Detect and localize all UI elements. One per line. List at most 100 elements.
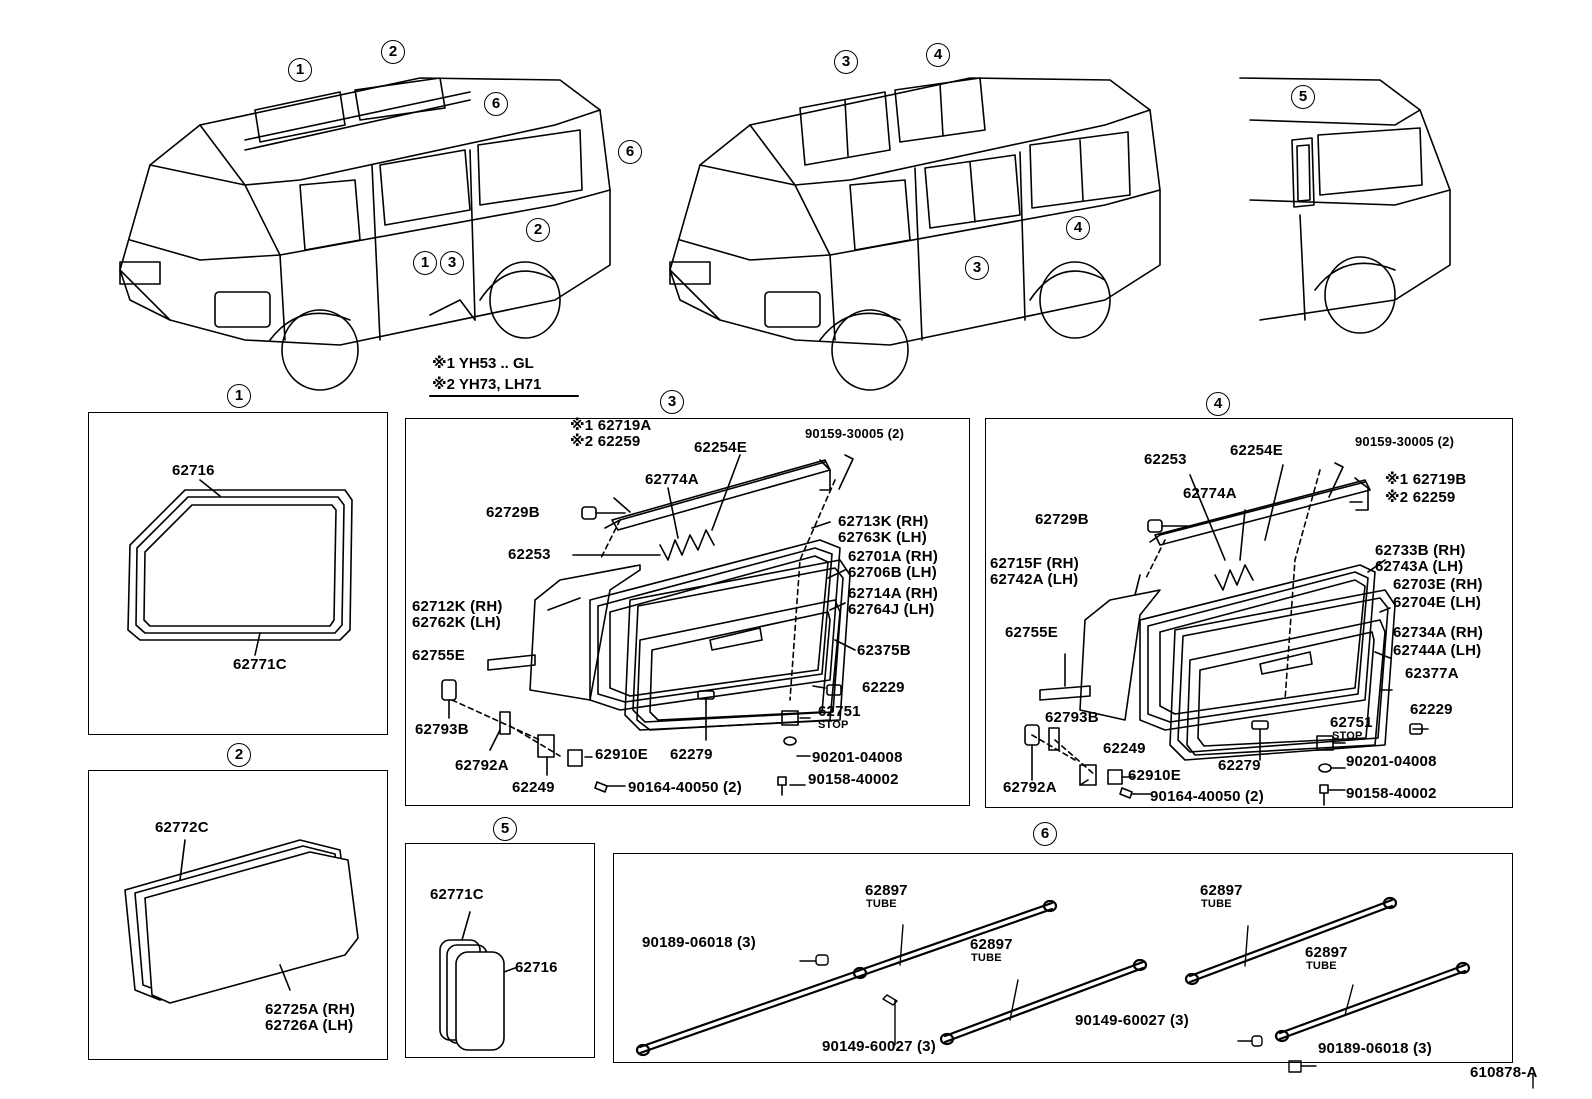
part-label: 62725A (RH) — [265, 1001, 356, 1018]
part-label: 62229 — [862, 679, 905, 696]
panel-3 — [405, 418, 970, 806]
part-label: 62763K (LH) — [838, 529, 927, 546]
part-label: 90158-40002 — [1346, 785, 1437, 802]
part-label: 62897 — [1200, 882, 1243, 899]
callout-3-side: 3 — [440, 251, 464, 275]
panel-5-callout: 5 — [493, 817, 517, 841]
part-label: 62771C — [430, 886, 484, 903]
part-label: 90158-40002 — [808, 771, 899, 788]
panel-3-window-assembly — [441, 454, 856, 796]
part-label: 62792A — [455, 757, 509, 774]
panel-6-callout: 6 — [1033, 822, 1057, 846]
panel-2-glass — [124, 839, 359, 1004]
panel-4-callout: 4 — [1206, 392, 1230, 416]
callout-4-side: 4 — [1066, 216, 1090, 240]
part-label: 62897 — [1305, 944, 1348, 961]
part-label: 62910E — [595, 746, 648, 763]
part-label: 62774A — [1183, 485, 1237, 502]
panel-5 — [405, 843, 595, 1058]
panel-2 — [88, 770, 388, 1060]
part-label: 62734A (RH) — [1393, 624, 1484, 641]
part-label: 62703E (RH) — [1393, 576, 1483, 593]
part-label: 62792A — [1003, 779, 1057, 796]
part-label: 90201-04008 — [1346, 753, 1437, 770]
van-2-illustration — [669, 77, 1161, 391]
part-label: 62715F (RH) — [990, 555, 1079, 572]
part-label: 62375B — [857, 642, 911, 659]
callout-2-top: 2 — [381, 40, 405, 64]
part-label: TUBE — [1306, 960, 1337, 972]
part-label: 62751 — [1330, 714, 1373, 731]
part-label: 62771C — [233, 656, 287, 673]
part-label: TUBE — [971, 952, 1002, 964]
panel-1-callout: 1 — [227, 384, 251, 408]
part-label: ※2 62259 — [570, 433, 641, 450]
part-label: 62714A (RH) — [848, 585, 939, 602]
part-label: 62706B (LH) — [848, 564, 937, 581]
part-label: 62729B — [486, 504, 540, 521]
part-label: STOP — [1332, 730, 1363, 742]
part-label: 62729B — [1035, 511, 1089, 528]
part-label: 62910E — [1128, 767, 1181, 784]
part-label: 90189-06018 (3) — [642, 934, 756, 951]
part-label: 62229 — [1410, 701, 1453, 718]
part-label: 62716 — [515, 959, 558, 976]
part-label: 90189-06018 (3) — [1318, 1040, 1432, 1057]
figure-id: 610878-A — [1470, 1064, 1538, 1081]
part-label: 62704E (LH) — [1393, 594, 1482, 611]
part-label: 62793B — [415, 721, 469, 738]
part-label: 62254E — [1230, 442, 1283, 459]
callout-1-top: 1 — [288, 58, 312, 82]
model-note-2: ※2 YH73, LH71 — [432, 376, 542, 393]
panel-5-glass — [439, 911, 516, 1051]
part-label: 62701A (RH) — [848, 548, 939, 565]
part-label: 90164-40050 (2) — [1150, 788, 1264, 805]
callout-6-roof: 6 — [484, 92, 508, 116]
part-label: 62897 — [865, 882, 908, 899]
part-label: ※1 62719B — [1385, 471, 1467, 488]
part-label: 62254E — [694, 439, 747, 456]
part-label: 62713K (RH) — [838, 513, 929, 530]
callout-1-side: 1 — [413, 251, 437, 275]
callout-2-side: 2 — [526, 218, 550, 242]
callout-4-top: 4 — [926, 43, 950, 67]
part-label: 62279 — [1218, 757, 1261, 774]
van-3-illustration — [1239, 77, 1451, 334]
part-label: 90149-60027 (3) — [822, 1038, 936, 1055]
callout-3-side-b: 3 — [965, 256, 989, 280]
part-label: 62249 — [1103, 740, 1146, 757]
part-label: 62716 — [172, 462, 215, 479]
part-label: 62755E — [412, 647, 465, 664]
panel-6 — [613, 853, 1513, 1063]
part-label: 90149-60027 (3) — [1075, 1012, 1189, 1029]
part-label: 62249 — [512, 779, 555, 796]
part-label: ※2 62259 — [1385, 489, 1456, 506]
panel-1 — [88, 412, 388, 735]
part-label: 62743A (LH) — [1375, 558, 1464, 575]
panel-2-callout: 2 — [227, 743, 251, 767]
callout-5-top: 5 — [1291, 85, 1315, 109]
part-label: 62253 — [508, 546, 551, 563]
part-label: 62712K (RH) — [412, 598, 503, 615]
callout-6-side: 6 — [618, 140, 642, 164]
panel-6-leaders — [799, 924, 1534, 1089]
part-label: 90159-30005 (2) — [805, 426, 905, 441]
part-label: 62764J (LH) — [848, 601, 935, 618]
part-label: 62897 — [970, 936, 1013, 953]
part-label: 62253 — [1144, 451, 1187, 468]
part-label: 62744A (LH) — [1393, 642, 1482, 659]
part-label: 62772C — [155, 819, 209, 836]
part-label: 90164-40050 (2) — [628, 779, 742, 796]
part-label: TUBE — [1201, 898, 1232, 910]
van-1-illustration — [119, 77, 611, 391]
part-label: 62742A (LH) — [990, 571, 1079, 588]
part-label: TUBE — [866, 898, 897, 910]
part-label: 62733B (RH) — [1375, 542, 1466, 559]
model-note-1: ※1 YH53 .. GL — [432, 355, 534, 372]
panel-4-window-assembly — [1024, 462, 1429, 806]
part-label: 62774A — [645, 471, 699, 488]
part-label: 62793B — [1045, 709, 1099, 726]
panel-1-glass — [127, 479, 353, 656]
panel-3-callout: 3 — [660, 390, 684, 414]
